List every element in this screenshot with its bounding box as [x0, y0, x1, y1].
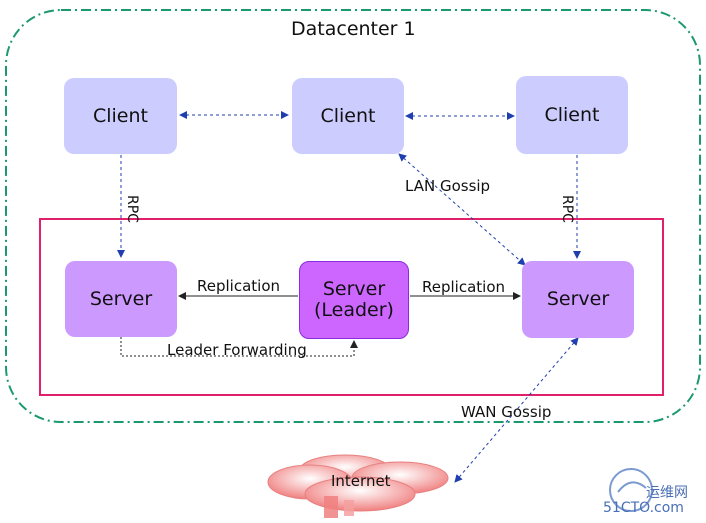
- datacenter-title: Datacenter 1: [291, 18, 416, 40]
- watermark-logo-icon: [609, 468, 653, 512]
- wan-gossip-label: WAN Gossip: [461, 403, 552, 421]
- server-node-left[interactable]: Server: [65, 261, 177, 337]
- client-label: Client: [544, 103, 600, 126]
- client-node-3[interactable]: Client: [516, 76, 628, 154]
- datacenter-boundary: [5, 9, 701, 423]
- leader-forwarding-label: Leader Forwarding: [167, 341, 307, 359]
- client-label: Client: [320, 104, 376, 127]
- leader-server-label: Server: [322, 278, 386, 300]
- watermark-text: 51CTO.com: [603, 500, 684, 516]
- lan-gossip-link: [398, 153, 526, 266]
- replication-label-left: Replication: [197, 277, 281, 295]
- internet-label: Internet: [331, 472, 391, 490]
- watermark-logo-text: 运维网: [646, 485, 688, 501]
- wan-gossip-link: [454, 337, 579, 483]
- internet-cloud-icon: [267, 454, 449, 518]
- leader-server-role: (Leader): [314, 299, 394, 321]
- server-group-boundary: [39, 218, 664, 396]
- client-node-2[interactable]: Client: [292, 78, 404, 154]
- leader-forwarding-link: [120, 337, 358, 357]
- server-label: Server: [89, 287, 153, 310]
- rpc-label-right: RPC: [559, 195, 575, 223]
- client-node-1[interactable]: Client: [64, 78, 177, 154]
- leader-server-node[interactable]: Server (Leader): [299, 261, 409, 339]
- rpc-label-left: RPC: [124, 195, 140, 223]
- lan-gossip-label: LAN Gossip: [405, 177, 491, 195]
- server-node-right[interactable]: Server: [522, 261, 634, 338]
- client-label: Client: [92, 104, 148, 127]
- server-label: Server: [546, 288, 610, 310]
- replication-label-right: Replication: [422, 278, 506, 296]
